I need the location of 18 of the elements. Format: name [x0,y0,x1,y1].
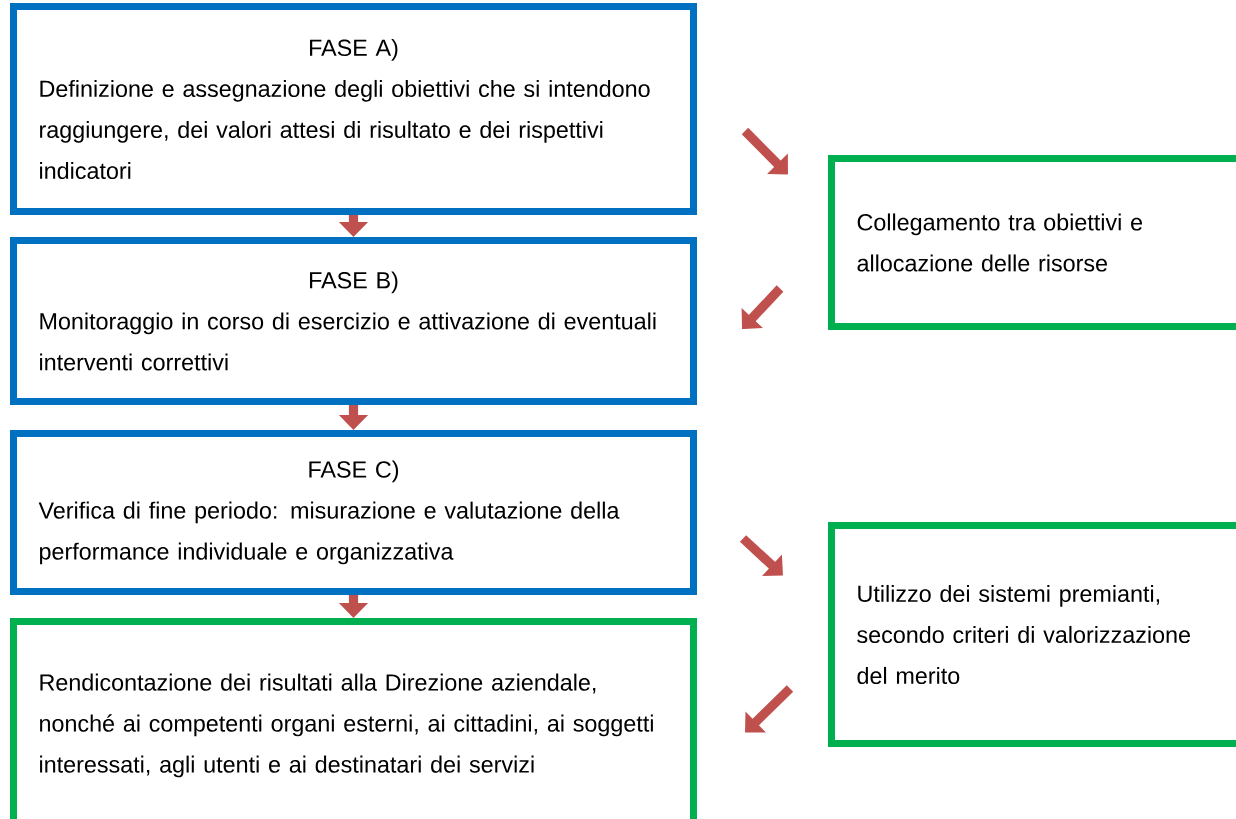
box-text: Verifica di fine periodo: misurazione e valutazione della performance individuale e organizzativa [38,501,620,565]
box-text: Monitoraggio in corso di esercizio e attivazione di eventuali interventi correttivi [40,312,656,371]
process-box [10,3,697,215]
process-box [10,618,697,819]
process-box [828,155,1236,330]
process-box [10,237,697,405]
arrow [745,685,794,733]
process-box [828,522,1236,747]
box-text: Utilizzo dei sistemi premianti, secondo criteri di valorizzazione del merito [857,584,1190,685]
box-text: Collegamento tra obiettivi e allocazione delle risorse [857,213,1142,272]
box-text: Definizione e assegnazione degli obiettivi che si intendono raggiungere, dei valori attesi di risultato e dei rispettivi indicatori [40,79,650,180]
phase-heading: FASE C) [309,460,399,483]
arrow [741,127,788,175]
arrow [741,285,784,329]
phase-heading: FASE A) [310,38,398,61]
phase-heading: FASE B) [310,271,398,294]
box-text: Rendicontazione dei risultati alla Direzione aziendale, nonché ai competenti organi esterni, ai cittadini, ai soggetti interessati, agli utenti e ai destinatari dei servizi [40,673,653,778]
process-box [10,430,697,595]
